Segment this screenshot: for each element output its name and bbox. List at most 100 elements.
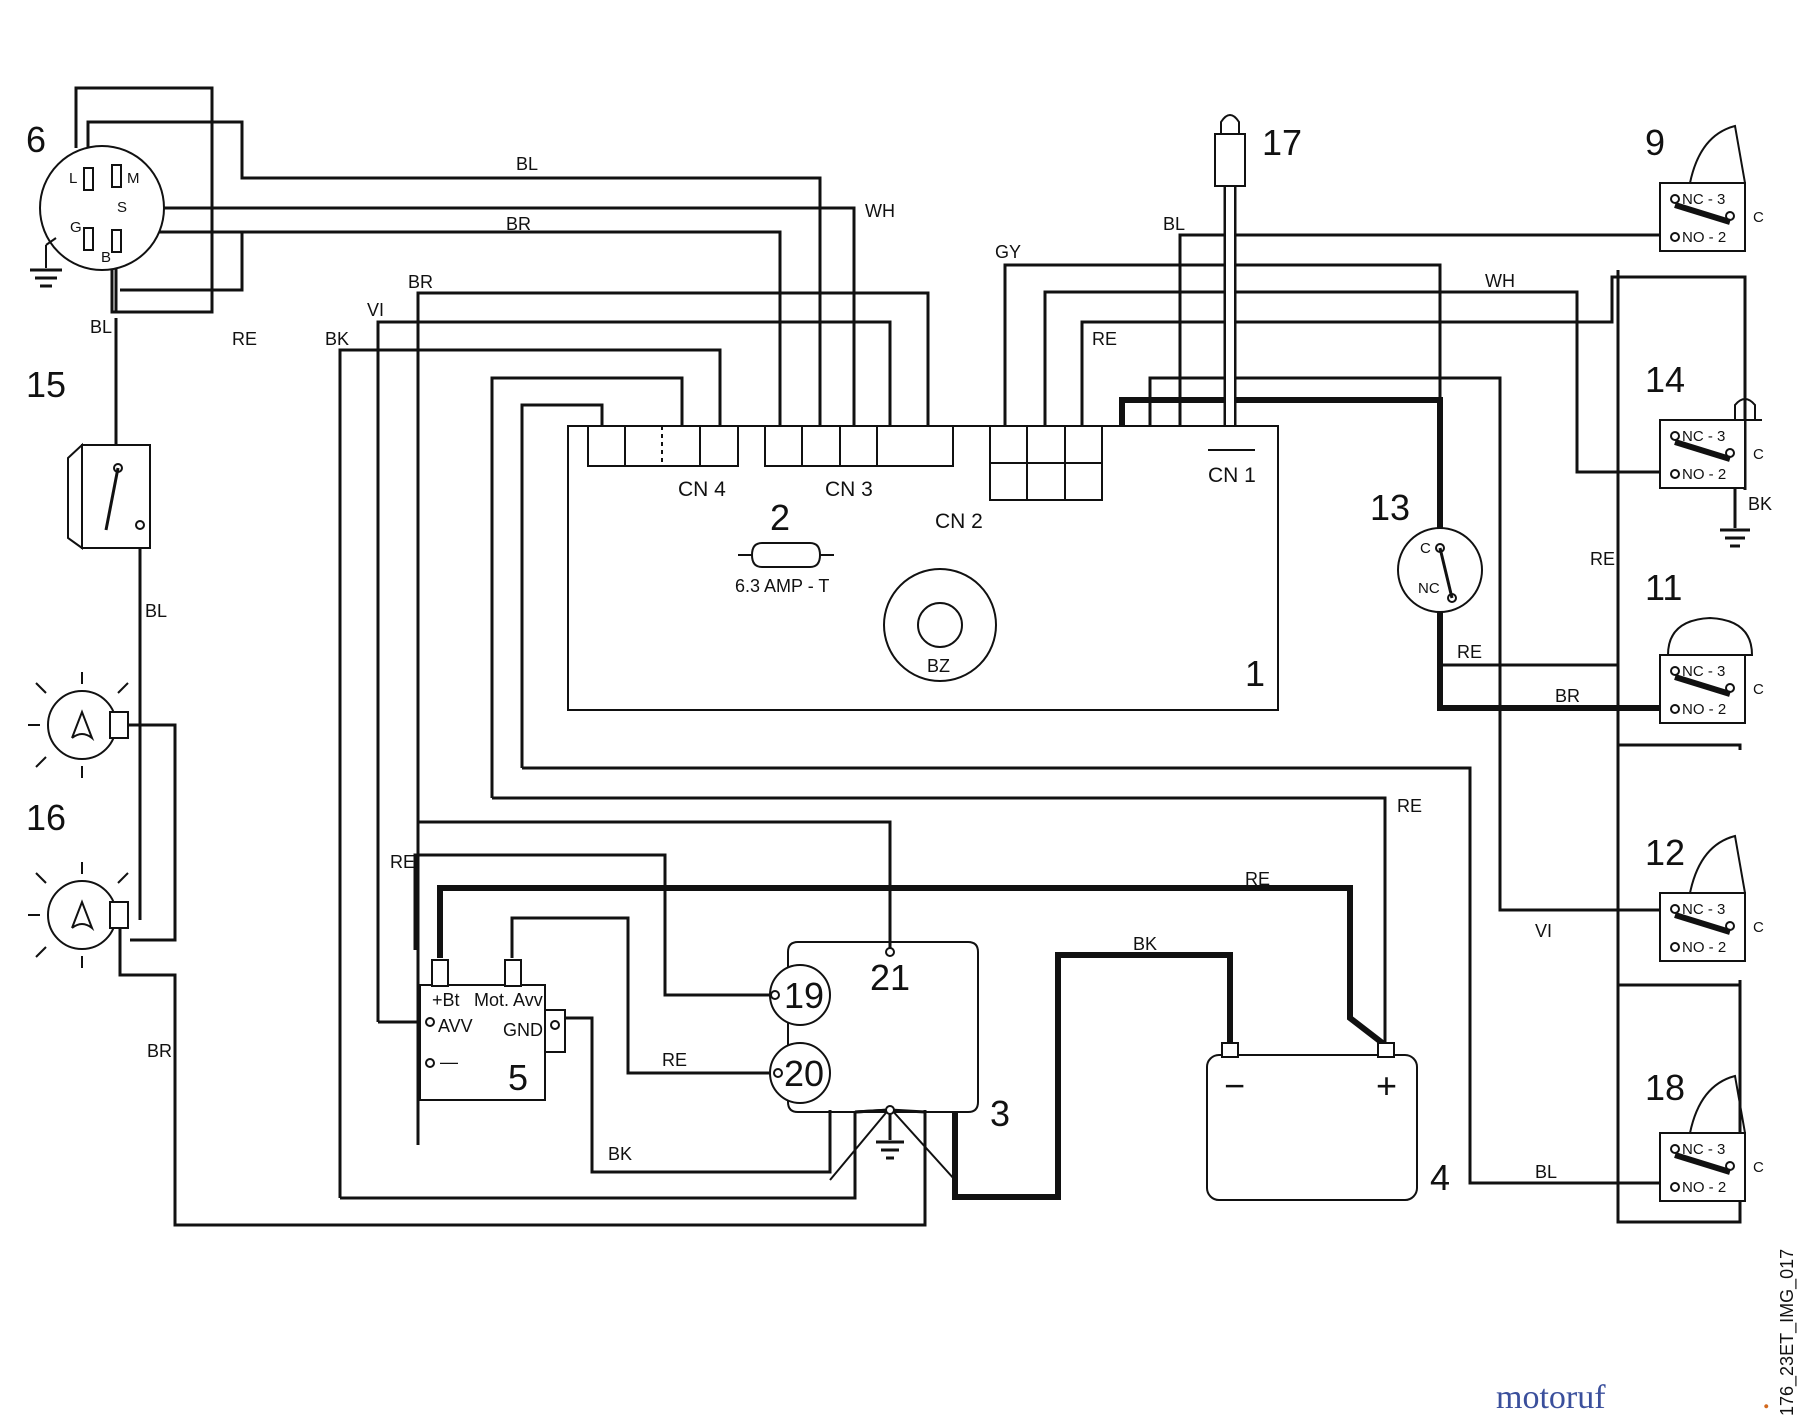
- wire-bk-battery: [952, 952, 1233, 1200]
- num-15: 15: [26, 364, 66, 405]
- microswitch-13: C NC 13: [1370, 487, 1483, 613]
- wire-re-19: [413, 853, 775, 997]
- wire-br-2: [416, 291, 930, 1145]
- wire-re-11: [1618, 743, 1742, 750]
- wire-re-13: [1438, 270, 1620, 667]
- wire-re-cn2: [1080, 275, 1747, 490]
- wire-re-cn4a: [490, 376, 684, 798]
- svg-text:motoruf: motoruf: [1496, 1379, 1606, 1416]
- svg-text:C: C: [1753, 446, 1764, 463]
- battery-body: [1206, 1054, 1418, 1201]
- svg-text:C: C: [1753, 681, 1764, 698]
- svg-text:NC - 3: NC - 3: [1682, 1141, 1725, 1158]
- wire-re-battery: [437, 885, 1387, 1048]
- svg-text:—: —: [440, 1052, 458, 1072]
- svg-text:NO - 2: NO - 2: [1682, 229, 1726, 246]
- wire-vi: [376, 320, 892, 1022]
- svg-text:M: M: [127, 170, 140, 187]
- num-19: 19: [784, 975, 824, 1016]
- svg-text:RE: RE: [390, 852, 415, 872]
- wire-labels: BL BR WH BR VI BK RE BL GY BL WH RE BK R…: [90, 154, 1772, 1182]
- svg-text:BL: BL: [145, 601, 167, 621]
- cn3-label: CN 3: [825, 478, 873, 501]
- starter-module-body: [419, 984, 546, 1101]
- num-17: 17: [1262, 122, 1302, 163]
- svg-text:Mot. Avv: Mot. Avv: [474, 990, 543, 1010]
- num-1: 1: [1245, 653, 1265, 694]
- wire-bl-top: [86, 120, 822, 428]
- battery-4: − + 4: [1206, 1042, 1450, 1201]
- wire-bl-18: [522, 766, 1665, 1185]
- svg-text:NC - 3: NC - 3: [1682, 901, 1725, 918]
- microswitch-13-body: [1397, 527, 1483, 613]
- wires: [74, 86, 1747, 1227]
- battery-minus: −: [1224, 1065, 1245, 1106]
- svg-text:G: G: [70, 219, 82, 236]
- wire-br-top: [242, 230, 782, 428]
- svg-text:AVV: AVV: [438, 1016, 473, 1036]
- num-13: 13: [1370, 487, 1410, 528]
- svg-text:NO - 2: NO - 2: [1682, 939, 1726, 956]
- svg-text:WH: WH: [1485, 271, 1515, 291]
- image-code: 176_23ET_IMG_017: [1777, 1249, 1798, 1416]
- svg-text:C: C: [1753, 209, 1764, 226]
- num-11: 11: [1645, 567, 1682, 608]
- svg-text:L: L: [69, 170, 77, 187]
- svg-text:.: .: [1762, 1379, 1771, 1416]
- svg-text:BK: BK: [1748, 494, 1772, 514]
- svg-text:C: C: [1753, 1159, 1764, 1176]
- wire-lamp-loop: [126, 723, 177, 942]
- num-21: 21: [870, 957, 910, 998]
- terminal-20: [769, 1042, 831, 1104]
- num-6: 6: [26, 119, 46, 160]
- wire-ignition-loop: [74, 86, 214, 314]
- svg-text:NO - 2: NO - 2: [1682, 1179, 1726, 1196]
- svg-text:RE: RE: [1397, 796, 1422, 816]
- svg-text:WH: WH: [865, 201, 895, 221]
- ignition-switch-6: L M S G B 6: [26, 119, 165, 288]
- control-module-1: CN 4 CN 3 CN 2 CN 1 6.3 AMP - T BZ 1 2: [567, 425, 1279, 711]
- svg-text:BR: BR: [408, 272, 433, 292]
- num-18: 18: [1645, 1067, 1685, 1108]
- cn1-label: CN 1: [1208, 464, 1256, 487]
- wire-br-left: [118, 925, 927, 1227]
- num-14: 14: [1645, 359, 1685, 400]
- svg-text:NO - 2: NO - 2: [1682, 701, 1726, 718]
- wire-re-cn4b: [520, 403, 604, 768]
- svg-text:C: C: [1753, 919, 1764, 936]
- sensor-17-cap: [1220, 114, 1240, 134]
- num-9: 9: [1645, 122, 1665, 163]
- fuse-label: 6.3 AMP - T: [735, 576, 829, 596]
- svg-text:GND: GND: [503, 1020, 543, 1040]
- lamp-icon-lower: [28, 862, 129, 968]
- num-3: 3: [990, 1093, 1010, 1134]
- svg-text:VI: VI: [367, 300, 384, 320]
- svg-text:NC: NC: [1418, 580, 1440, 597]
- switch-15: 15: [26, 364, 151, 550]
- cn2-label: CN 2: [935, 510, 983, 533]
- num-12: 12: [1645, 832, 1685, 873]
- wire-wh-top: [120, 206, 856, 428]
- svg-text:RE: RE: [662, 1050, 687, 1070]
- cn4-label: CN 4: [678, 478, 726, 501]
- switch-12: NC - 3 NO - 2 C 12: [1645, 832, 1764, 962]
- svg-text:BR: BR: [147, 1041, 172, 1061]
- lamp-icon-upper: [28, 672, 129, 778]
- svg-text:RE: RE: [232, 329, 257, 349]
- svg-text:RE: RE: [1092, 329, 1117, 349]
- svg-text:BL: BL: [516, 154, 538, 174]
- connector-cn3: [764, 425, 954, 467]
- svg-text:RE: RE: [1245, 869, 1270, 889]
- switch-18: NC - 3 NO - 2 C 18: [1645, 1067, 1764, 1202]
- svg-text:BR: BR: [506, 214, 531, 234]
- svg-text:BK: BK: [1133, 934, 1157, 954]
- watermark: motoruf .: [1496, 1379, 1771, 1416]
- buzzer-label: BZ: [927, 656, 950, 676]
- starter-module-5: +Bt Mot. Avv AVV GND — 5: [419, 959, 566, 1101]
- svg-text:NO - 2: NO - 2: [1682, 466, 1726, 483]
- wire-bk-ground: [340, 1112, 857, 1200]
- switch-11: NC - 3 NO - 2 C 11: [1645, 567, 1764, 724]
- svg-text:B: B: [101, 249, 111, 266]
- num-16: 16: [26, 797, 66, 838]
- ignition-switch-body: [39, 145, 165, 271]
